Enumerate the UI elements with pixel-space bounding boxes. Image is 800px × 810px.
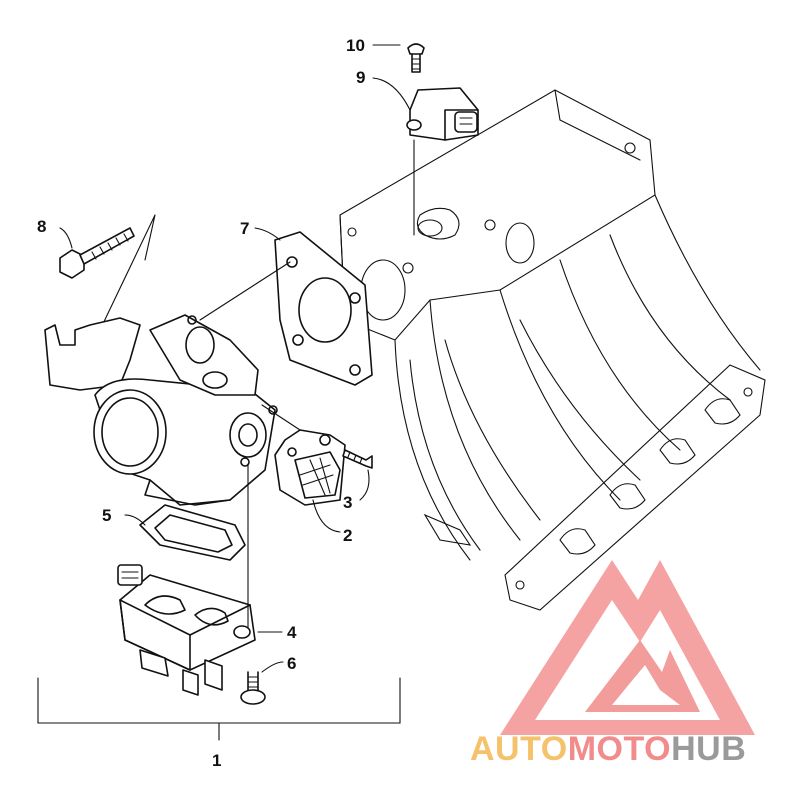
leader-line-6 bbox=[261, 661, 284, 673]
watermark-text: AUTOMOTOHUB bbox=[470, 730, 746, 768]
gasket-part-5 bbox=[139, 504, 246, 561]
callout-6: 6 bbox=[287, 654, 296, 673]
intake-manifold bbox=[339, 89, 766, 611]
bolt-part-8 bbox=[59, 227, 135, 279]
watermark-logo bbox=[500, 560, 755, 735]
idle-air-control-valve bbox=[117, 564, 256, 696]
sensor-bracket-part-9 bbox=[406, 87, 479, 141]
leader-line-8b bbox=[59, 227, 73, 249]
callout-9: 9 bbox=[356, 68, 365, 87]
watermark-auto: AUTO bbox=[470, 730, 568, 768]
throttle-sensor-part-2 bbox=[274, 429, 346, 506]
callout-1: 1 bbox=[212, 751, 221, 770]
leader-line-8 bbox=[99, 214, 156, 331]
callout-10: 10 bbox=[346, 36, 365, 55]
throttle-body bbox=[44, 314, 278, 506]
callout-7: 7 bbox=[240, 219, 249, 238]
screw-part-3 bbox=[342, 449, 373, 469]
callout-8: 8 bbox=[37, 217, 46, 236]
gasket-part-7 bbox=[274, 231, 373, 386]
leader-line-7b bbox=[254, 227, 281, 241]
screw-part-10 bbox=[407, 43, 425, 73]
callout-5: 5 bbox=[102, 506, 111, 525]
watermark-moto: MOTO bbox=[568, 730, 671, 768]
leader-line-throttle bbox=[261, 404, 301, 431]
leader-line-7 bbox=[199, 261, 291, 321]
screw-part-6 bbox=[240, 671, 266, 705]
callout-3: 3 bbox=[343, 493, 352, 512]
leader-line-5 bbox=[124, 514, 146, 526]
leader-line-9b bbox=[372, 77, 411, 111]
watermark-hub: HUB bbox=[671, 730, 746, 768]
callout-2: 2 bbox=[343, 526, 352, 545]
leader-line-2 bbox=[312, 499, 341, 533]
callout-4: 4 bbox=[287, 623, 297, 642]
leader-line-3 bbox=[359, 469, 370, 501]
